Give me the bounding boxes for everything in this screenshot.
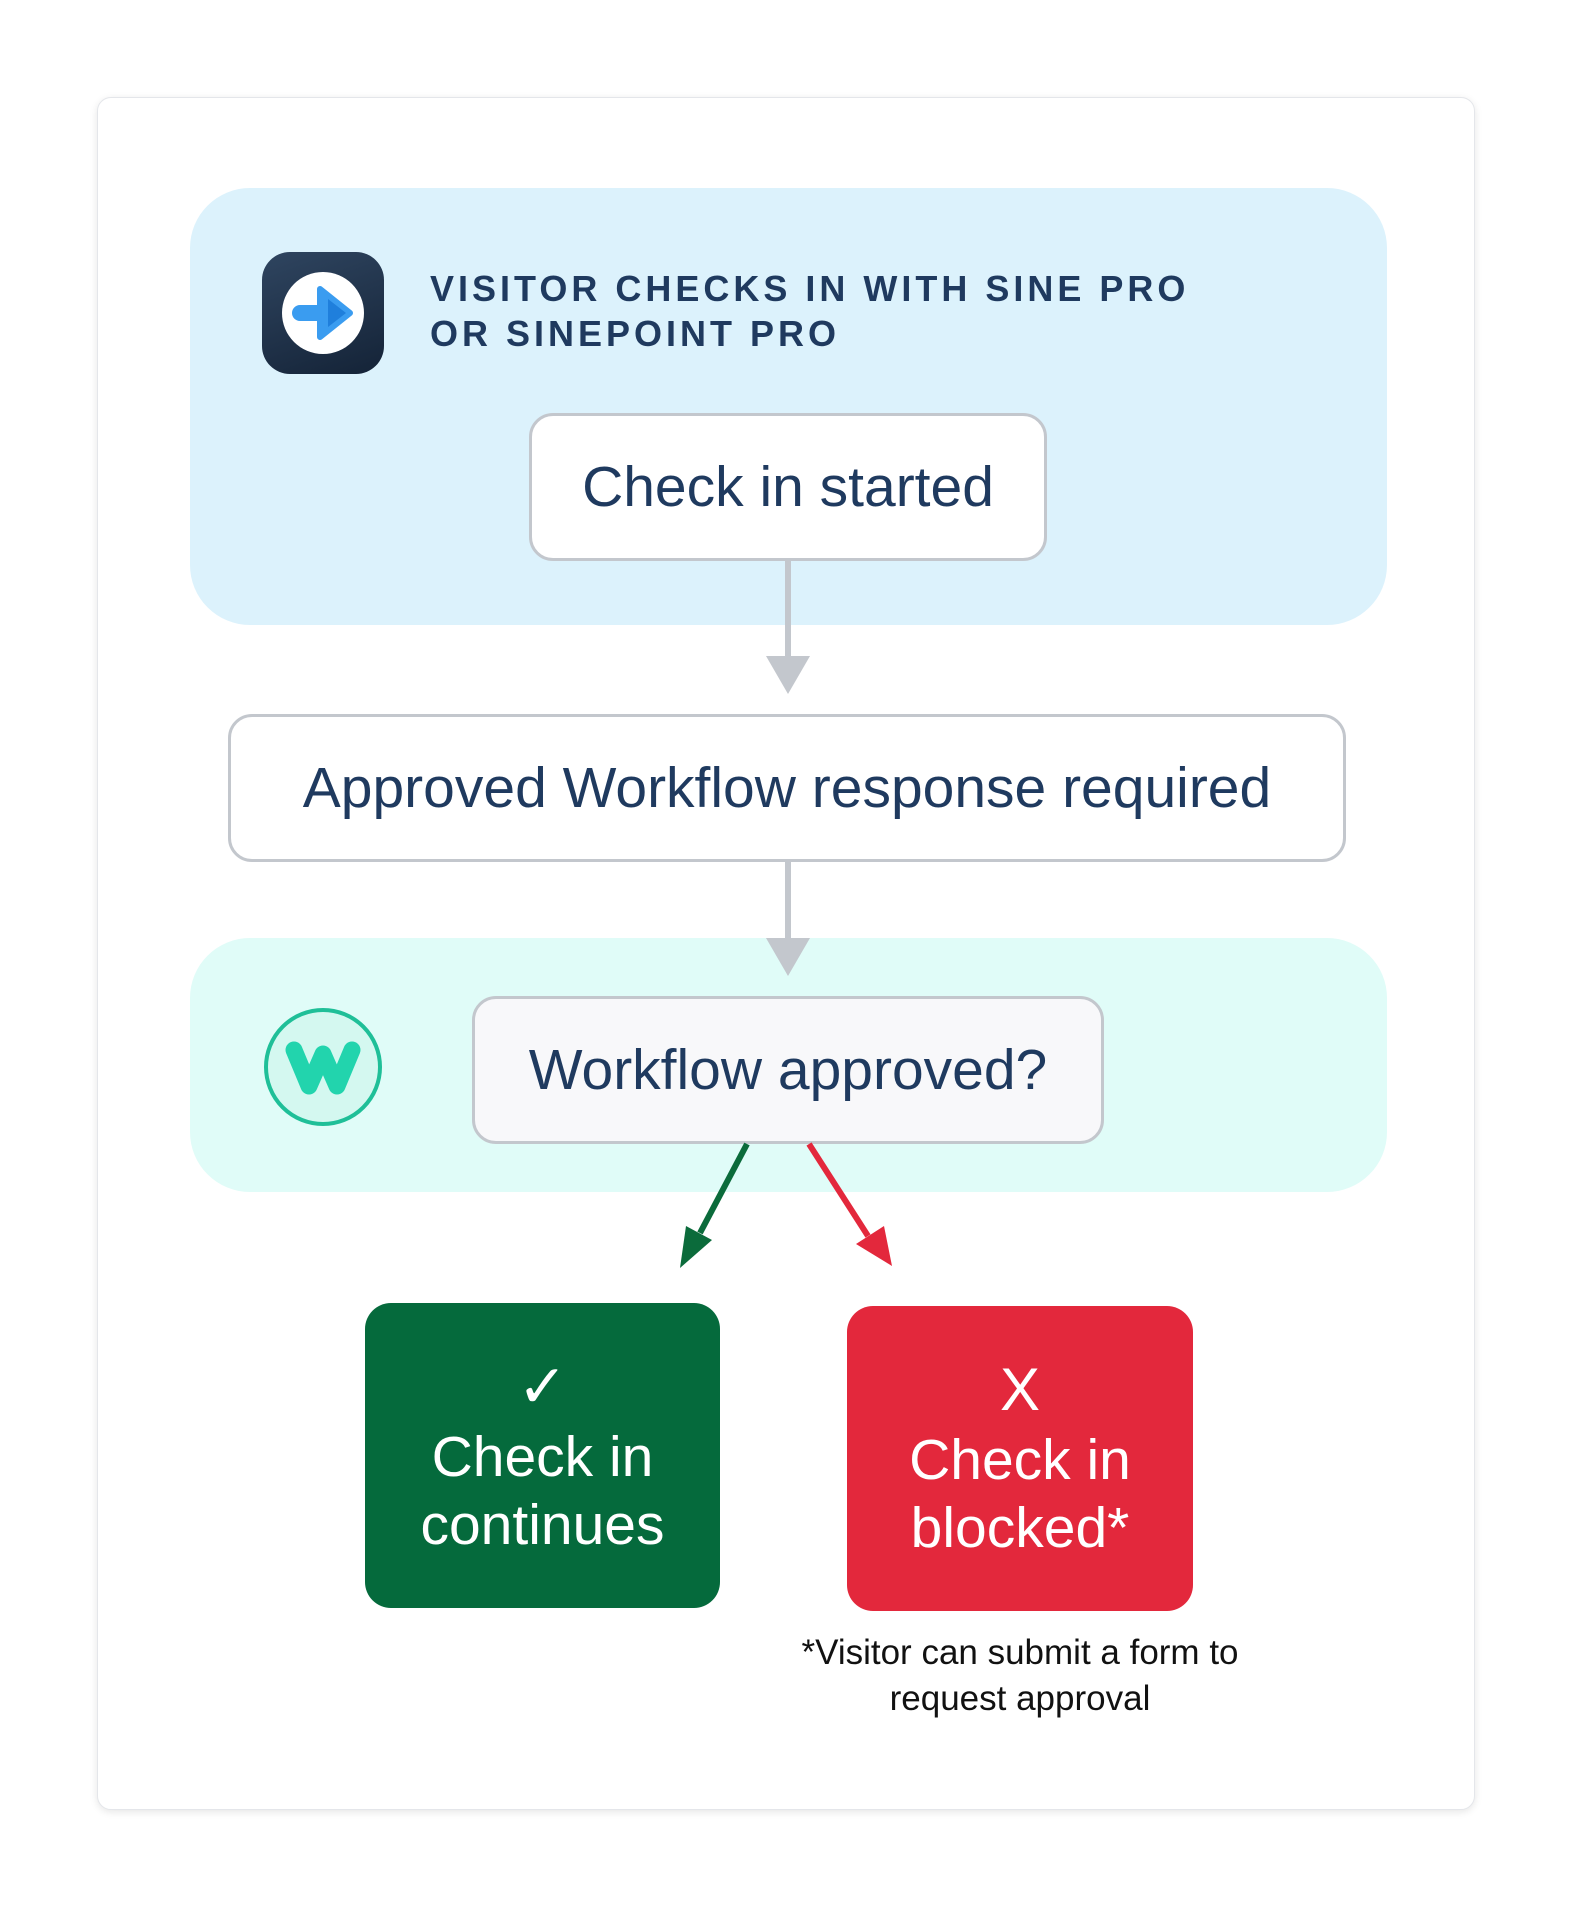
footnote-line1: *Visitor can submit a form to bbox=[801, 1633, 1239, 1672]
arrow-rejected-path bbox=[806, 1142, 892, 1266]
sine-app-arrow-icon bbox=[262, 252, 384, 374]
x-mark-icon: X bbox=[999, 1355, 1041, 1423]
arrow-start-to-required bbox=[766, 561, 810, 694]
continues-line2: continues bbox=[420, 1492, 665, 1557]
blocked-footnote: *Visitor can submit a form to request ap… bbox=[720, 1630, 1320, 1722]
check-in-continues-outcome: ✓ Check in continues bbox=[365, 1303, 720, 1608]
blocked-line2: blocked* bbox=[910, 1495, 1130, 1560]
sine-zone-title-line1: VISITOR CHECKS IN WITH SINE PRO bbox=[430, 268, 1190, 309]
check-in-started-label: Check in started bbox=[582, 455, 994, 519]
approved-workflow-required-node: Approved Workflow response required bbox=[228, 714, 1346, 862]
checkmark-icon: ✓ bbox=[517, 1352, 568, 1420]
footnote-line2: request approval bbox=[889, 1679, 1151, 1718]
check-in-blocked-outcome: X Check in blocked* bbox=[847, 1306, 1193, 1611]
sine-zone-title-line2: OR SINEPOINT PRO bbox=[430, 313, 841, 354]
arrow-approved-path bbox=[680, 1142, 750, 1268]
workflow-w-logo-icon bbox=[262, 1006, 384, 1128]
sine-zone-title: VISITOR CHECKS IN WITH SINE PRO OR SINEP… bbox=[430, 266, 1330, 356]
workflow-approved-decision-node: Workflow approved? bbox=[472, 996, 1104, 1144]
blocked-line1: Check in bbox=[909, 1427, 1131, 1492]
continues-line1: Check in bbox=[431, 1424, 654, 1489]
check-in-started-node: Check in started bbox=[529, 413, 1047, 561]
workflow-approved-label: Workflow approved? bbox=[528, 1038, 1048, 1102]
approved-workflow-required-label: Approved Workflow response required bbox=[302, 756, 1272, 820]
arrow-required-to-decision bbox=[766, 862, 810, 976]
